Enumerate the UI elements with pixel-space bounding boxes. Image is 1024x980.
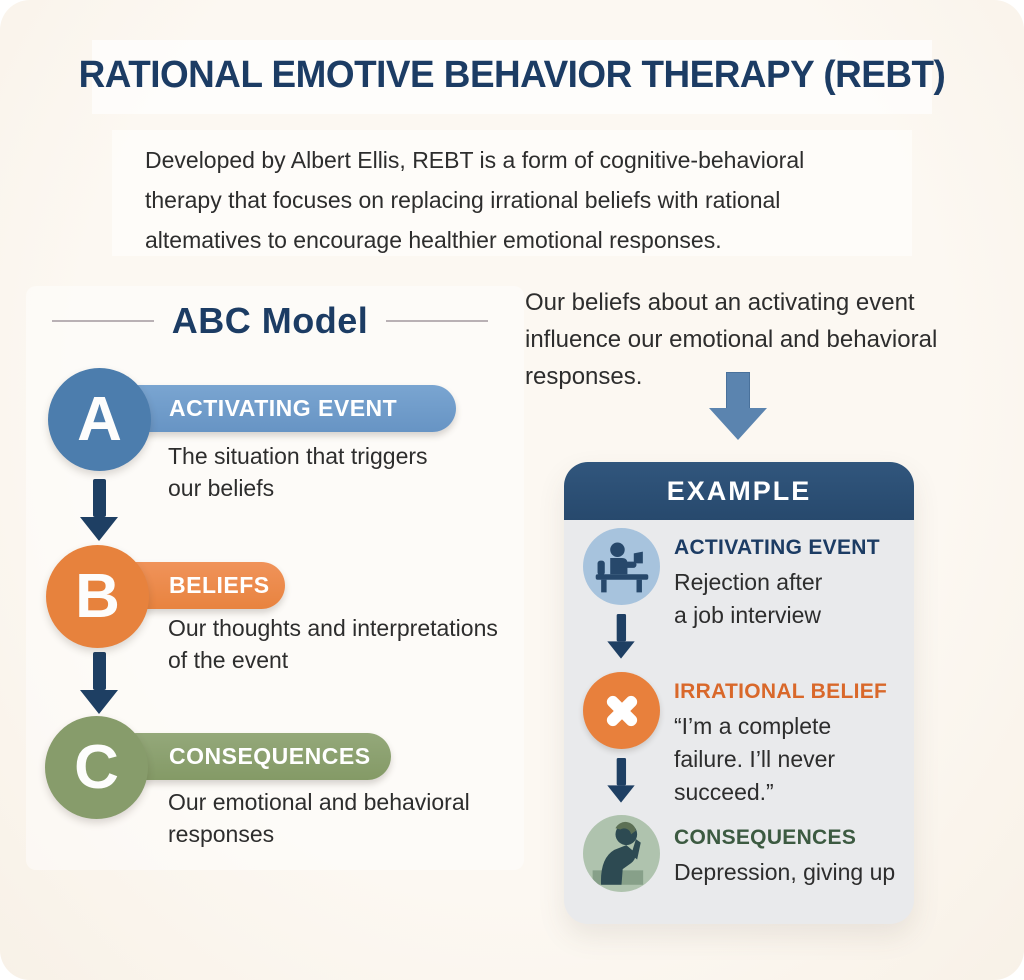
example-item-heading: IRRATIONAL BELIEF — [674, 680, 888, 703]
depressed-person-icon — [583, 815, 660, 892]
step-c-pill: CONSEQUENCES — [113, 733, 391, 780]
title-band — [92, 40, 932, 114]
down-arrow-icon — [607, 758, 635, 803]
example-item-text: “I’m a complete failure. I’ll never succ… — [674, 713, 836, 805]
intro-text: Developed by Albert Ellis, REBT is a for… — [145, 147, 805, 253]
step-b-circle: B — [46, 545, 149, 648]
step-a-circle: A — [48, 368, 151, 471]
step-a-pill: ACTIVATING EVENT — [113, 385, 456, 432]
down-arrow-icon — [80, 652, 118, 714]
down-arrow-icon — [607, 614, 635, 659]
example-card-header: EXAMPLE — [564, 462, 914, 520]
example-item-text: Depression, giving up — [674, 859, 896, 885]
page-title: RATIONAL EMOTIVE BEHAVIOR THERAPY (REBT) — [78, 54, 946, 96]
divider-line-left — [51, 320, 154, 322]
step-c-description: Our emotional and behavioral responses — [168, 789, 470, 847]
example-item-heading: ACTIVATING EVENT — [674, 536, 880, 559]
big-down-arrow-icon — [709, 372, 767, 440]
intro-band — [112, 130, 912, 256]
example-item-text: Rejection after a job interview — [674, 569, 823, 628]
step-a-description: The situation that triggers our beliefs — [168, 443, 428, 501]
step-b-letter: B — [75, 562, 120, 631]
example-card: EXAMPLE ACTIVATING EVENT Rejection after… — [564, 462, 914, 924]
down-arrow-icon — [80, 479, 118, 541]
step-c-circle: C — [45, 716, 148, 819]
step-a-letter: A — [77, 385, 122, 454]
person-at-desk-icon — [583, 528, 660, 605]
beliefs-note: Our beliefs about an activating event in… — [525, 289, 938, 390]
step-b-description: Our thoughts and interpretations of the … — [168, 615, 498, 673]
x-mark-icon — [583, 672, 660, 749]
example-item-heading: CONSEQUENCES — [674, 826, 857, 849]
abc-model-heading-row: ABC Model — [30, 300, 510, 342]
abc-model-heading: ABC Model — [171, 300, 369, 341]
divider-line-right — [386, 320, 489, 322]
step-c-letter: C — [74, 733, 119, 802]
